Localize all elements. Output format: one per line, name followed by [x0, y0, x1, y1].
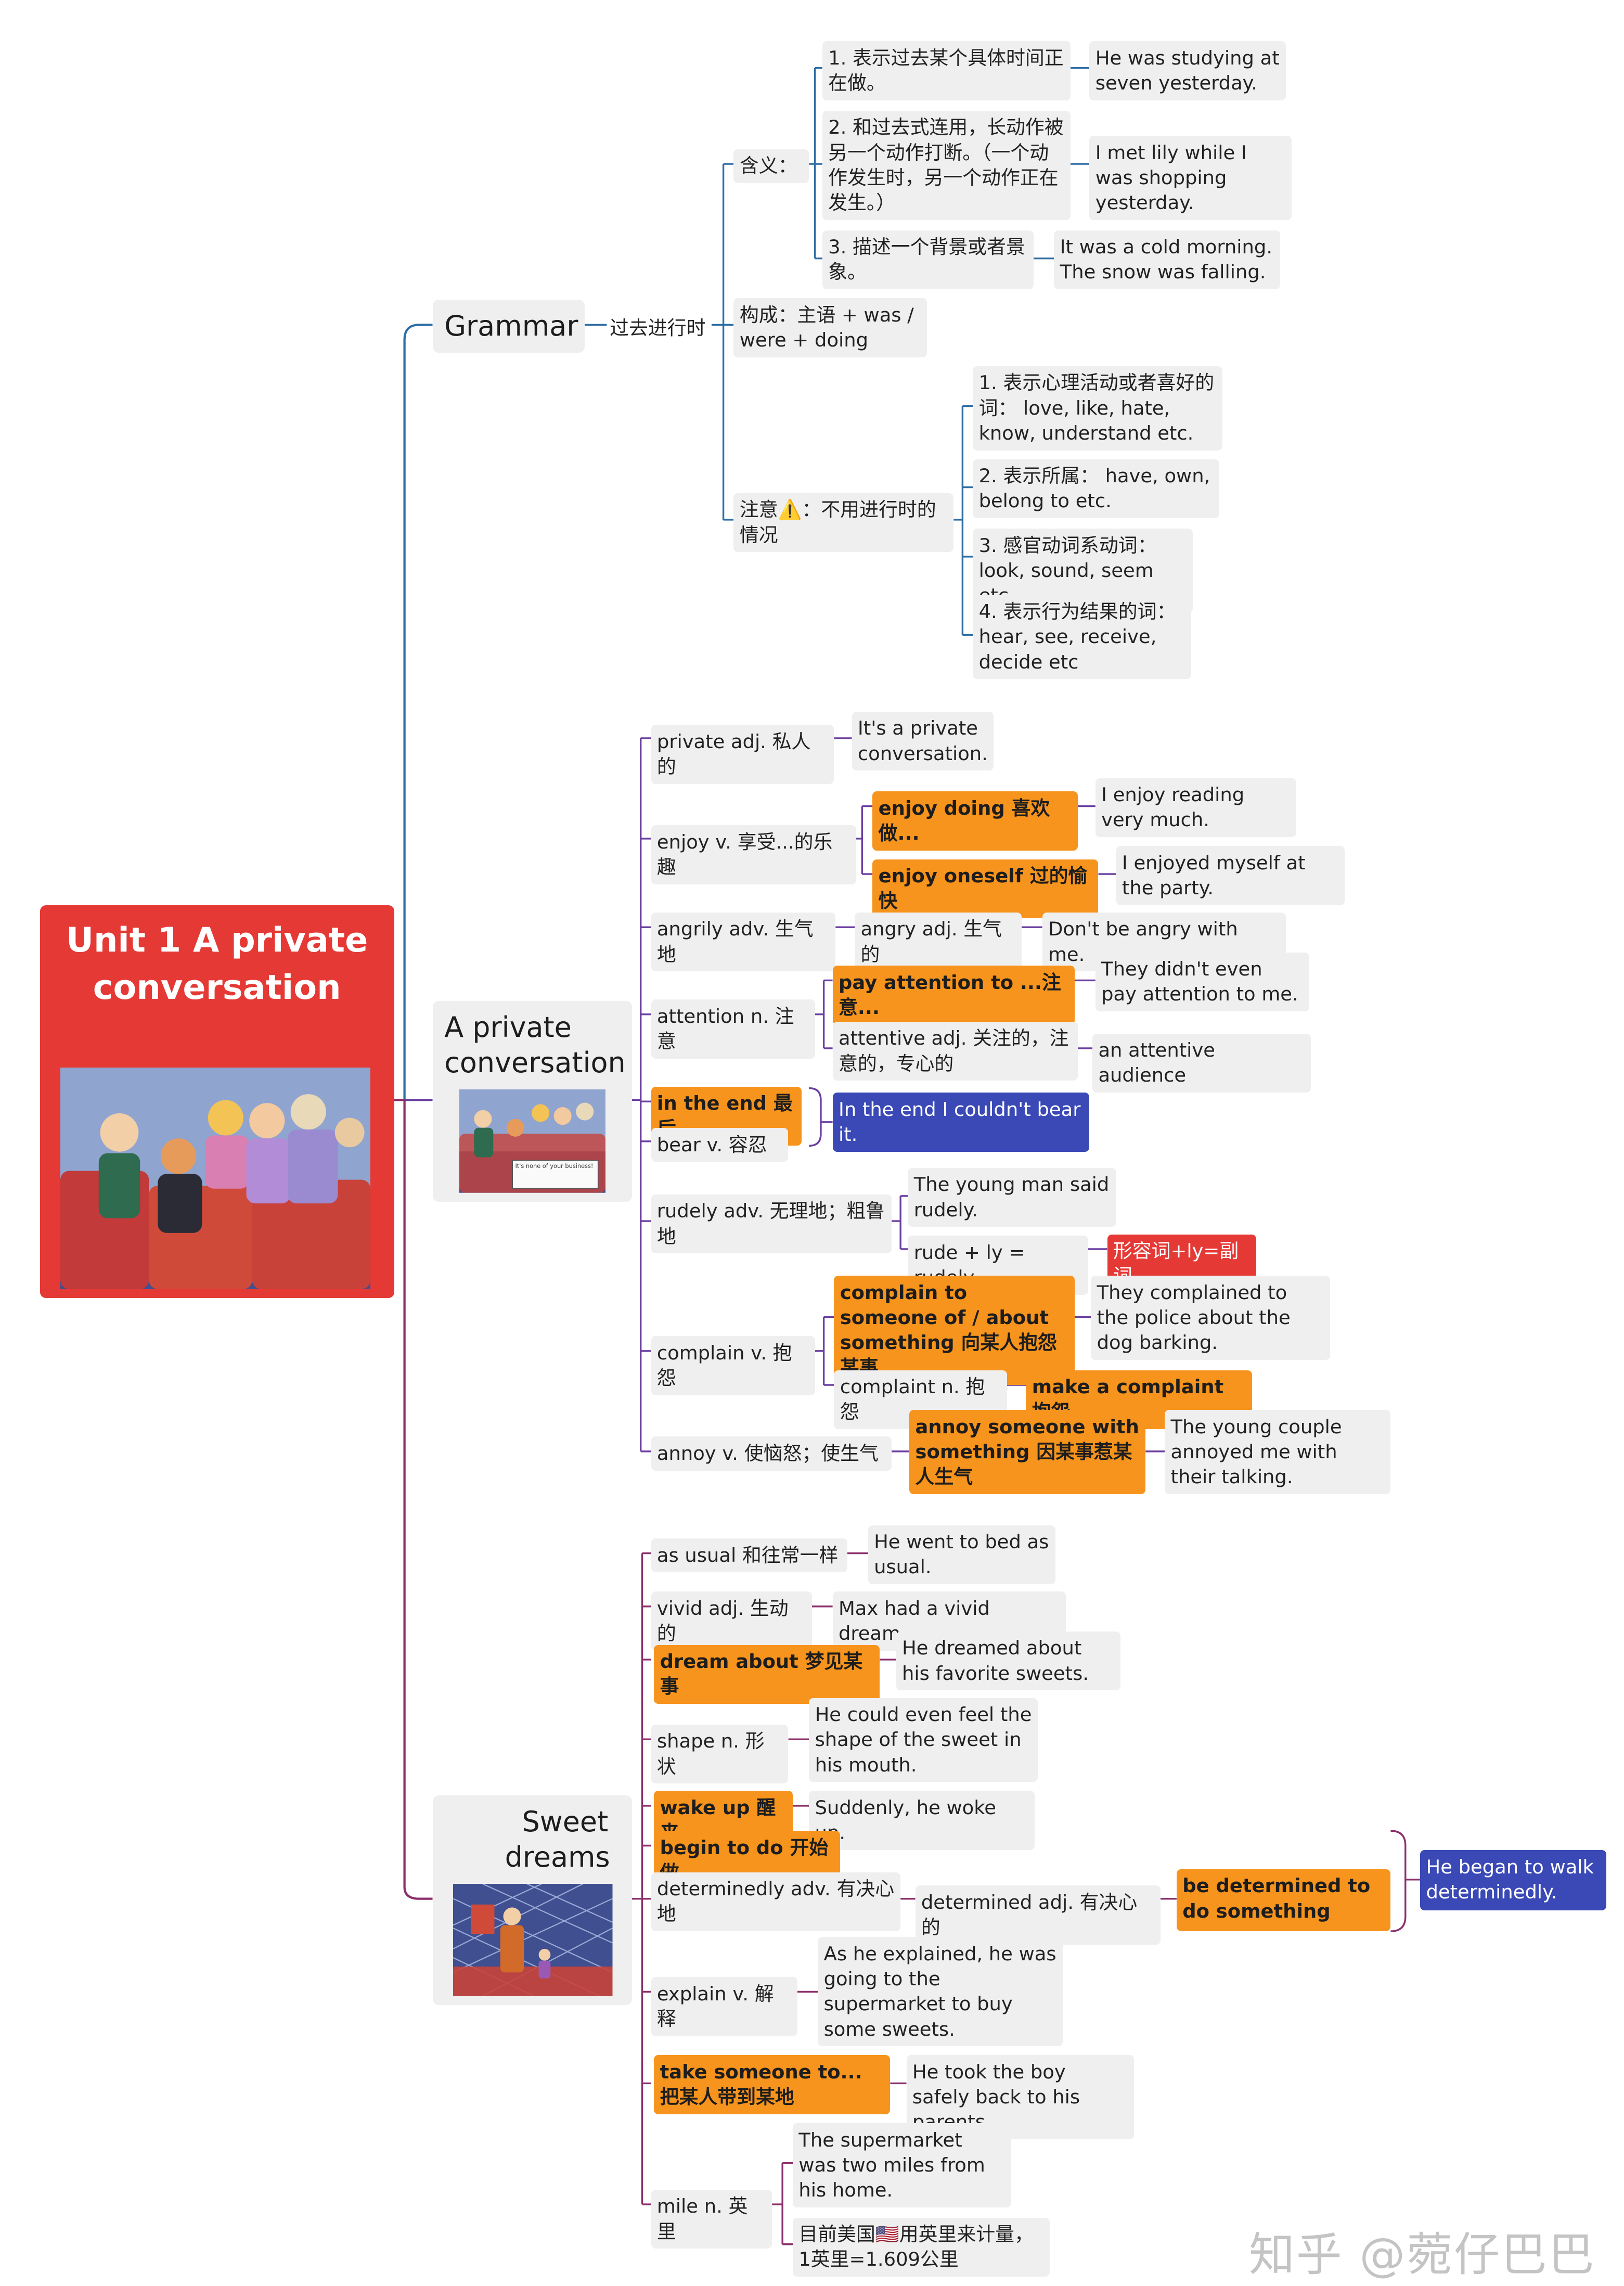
enjoy-doing[interactable]: enjoy doing 喜欢做...: [872, 791, 1078, 851]
grammar-meaning-label[interactable]: 含义：: [733, 149, 809, 183]
enjoy-oneself[interactable]: enjoy oneself 过的愉快: [872, 859, 1099, 919]
grammar-note-1[interactable]: 1. 表示心理活动或者喜好的词： love, like, hate, know,…: [973, 366, 1222, 451]
topic-private-conversation[interactable]: A private conversation It's none of your…: [432, 1001, 632, 1202]
root-title: Unit 1 A private conversation: [66, 920, 368, 1008]
grammar-note-label[interactable]: 注意⚠️：不用进行时的情况: [733, 493, 954, 553]
determinedly-adv[interactable]: determinedly adv. 有决心地: [651, 1872, 901, 1932]
grammar-note-2[interactable]: 2. 表示所属： have, own, belong to etc.: [973, 459, 1220, 519]
private-example[interactable]: It's a private conversation.: [852, 711, 994, 771]
grammar-meaning-1[interactable]: 1. 表示过去某个具体时间正在做。: [822, 41, 1071, 100]
as-usual[interactable]: as usual 和往常一样: [651, 1538, 847, 1573]
attentive-adj[interactable]: attentive adj. 关注的，注意的，专心的: [832, 1021, 1078, 1081]
attention-noun[interactable]: attention n. 注意: [651, 999, 815, 1059]
dream-about[interactable]: dream about 梦见某事: [654, 1645, 880, 1704]
determined-example[interactable]: He began to walk determinedly.: [1420, 1850, 1606, 1911]
angry-adj[interactable]: angry adj. 生气的: [855, 912, 1022, 972]
rudely-example[interactable]: The young man said rudely.: [908, 1167, 1116, 1227]
topic-private-conversation-title: A private conversation: [444, 1011, 626, 1080]
pay-attention-example[interactable]: They didn't even pay attention to me.: [1095, 952, 1310, 1011]
grammar-meaning-3-example[interactable]: It was a cold morning. The snow was fall…: [1054, 230, 1280, 290]
complain-example[interactable]: They complained to the police about the …: [1091, 1276, 1331, 1360]
root-cartoon-image: [60, 1067, 371, 1289]
attentive-example[interactable]: an attentive audience: [1092, 1033, 1311, 1093]
take-someone-to[interactable]: take someone to... 把某人带到某地: [654, 2055, 891, 2114]
grammar-meaning-3[interactable]: 3. 描述一个背景或者景象。: [822, 230, 1034, 290]
enjoy-oneself-example[interactable]: I enjoyed myself at the party.: [1116, 846, 1345, 905]
explain-verb[interactable]: explain v. 解释: [651, 1977, 797, 2036]
dream-about-example[interactable]: He dreamed about his favorite sweets.: [896, 1631, 1121, 1691]
bear-verb[interactable]: bear v. 容忍: [651, 1128, 789, 1162]
private-adj[interactable]: private adj. 私人的: [651, 725, 834, 784]
pay-attention[interactable]: pay attention to ...注意...: [832, 966, 1075, 1025]
angrily-adv[interactable]: angrily adv. 生气地: [651, 912, 836, 972]
grammar-tense[interactable]: 过去进行时: [610, 317, 706, 340]
conversation-cartoon-image: It's none of your business!: [459, 1089, 605, 1193]
determined-adj[interactable]: determined adj. 有决心的: [915, 1885, 1161, 1945]
topic-sweet-dreams-title: Sweet dreams: [505, 1805, 610, 1874]
topic-grammar[interactable]: Grammar: [432, 300, 585, 353]
watermark: 知乎 @菀仔巴巴: [1248, 2227, 1596, 2281]
annoy-example[interactable]: The young couple annoyed me with their t…: [1165, 1410, 1391, 1495]
wake-up-example[interactable]: Suddenly, he woke up.: [809, 1791, 1035, 1850]
mile-example[interactable]: The supermarket was two miles from his h…: [793, 2123, 1012, 2207]
annoy-with[interactable]: annoy someone with something 因某事惹某人生气: [909, 1410, 1146, 1495]
complain-verb[interactable]: complain v. 抱怨: [651, 1336, 815, 1395]
annoy-verb[interactable]: annoy v. 使恼怒；使生气: [651, 1436, 892, 1471]
conversation-cartoon-caption: It's none of your business!: [515, 1162, 594, 1170]
grammar-meaning-2-example[interactable]: I met lily while I was shopping yesterda…: [1089, 136, 1292, 220]
mile-note[interactable]: 目前美国🇺🇸用英里来计量，1英里=1.609公里: [793, 2217, 1050, 2277]
enjoy-doing-example[interactable]: I enjoy reading very much.: [1095, 778, 1296, 838]
shape-example[interactable]: He could even feel the shape of the swee…: [809, 1698, 1038, 1782]
grammar-meaning-2[interactable]: 2. 和过去式连用，长动作被另一个动作打断。（一个动作发生时，另一个动作正在发生…: [822, 110, 1071, 220]
bear-example[interactable]: In the end I couldn't bear it.: [832, 1093, 1090, 1152]
shape-noun[interactable]: shape n. 形状: [651, 1724, 789, 1784]
grammar-structure[interactable]: 构成：主语 + was / were + doing: [733, 298, 927, 357]
complain-to-about[interactable]: complain to someone of / about something…: [834, 1276, 1075, 1385]
mile-noun[interactable]: mile n. 英里: [651, 2189, 772, 2249]
enjoy-verb[interactable]: enjoy v. 享受...的乐趣: [651, 825, 857, 884]
dreams-cartoon-image: [453, 1884, 613, 1996]
root-node[interactable]: Unit 1 A private conversation: [40, 905, 394, 1298]
explain-example[interactable]: As he explained, he was going to the sup…: [818, 1937, 1063, 2047]
grammar-meaning-1-example[interactable]: He was studying at seven yesterday.: [1089, 41, 1286, 100]
vivid-adj[interactable]: vivid adj. 生动的: [651, 1591, 812, 1651]
be-determined[interactable]: be determined to do something: [1176, 1869, 1391, 1932]
rudely-adv[interactable]: rudely adv. 无理地；粗鲁地: [651, 1194, 892, 1254]
grammar-note-4[interactable]: 4. 表示行为结果的词：hear, see, receive, decide e…: [973, 595, 1192, 679]
as-usual-example[interactable]: He went to bed as usual.: [868, 1525, 1056, 1585]
topic-sweet-dreams[interactable]: Sweet dreams: [432, 1795, 632, 2005]
